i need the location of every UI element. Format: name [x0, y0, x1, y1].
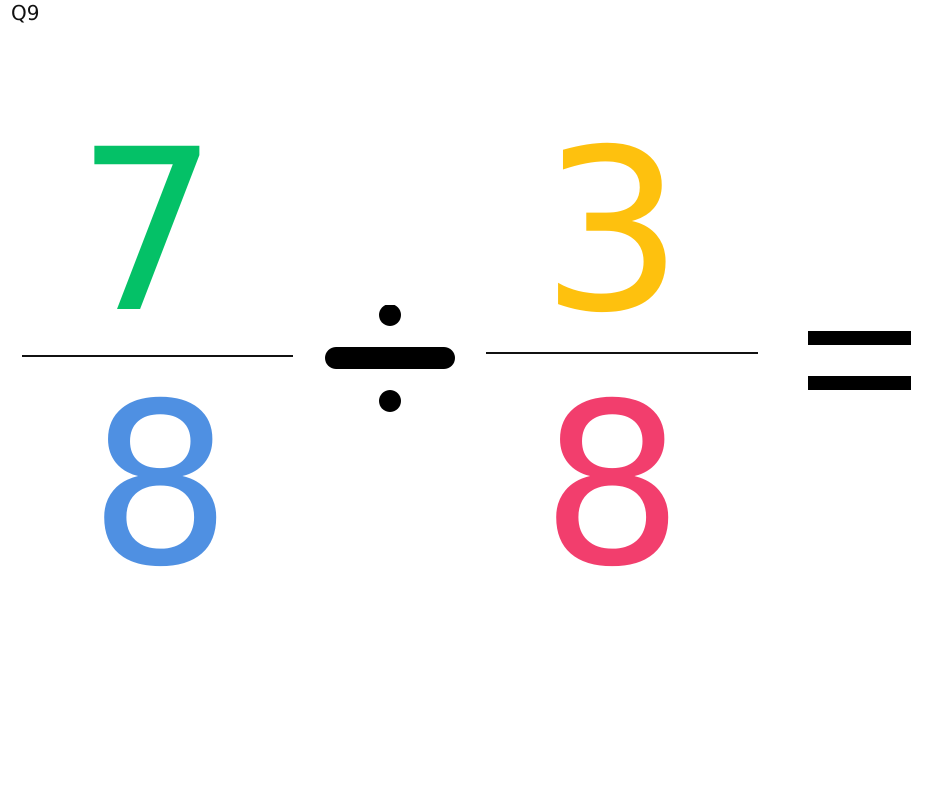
equals-sign-icon: [808, 331, 911, 390]
divide-sign-icon: [325, 305, 455, 412]
fraction-1-numerator: 7: [76, 101, 219, 362]
question-label: Q9: [11, 1, 40, 25]
fraction-1-denominator: 8: [89, 355, 232, 616]
fraction-1-line: [22, 355, 293, 357]
fraction-2-numerator: 3: [541, 101, 684, 362]
fraction-2-denominator: 8: [541, 355, 684, 616]
fraction-2-line: [486, 352, 758, 354]
